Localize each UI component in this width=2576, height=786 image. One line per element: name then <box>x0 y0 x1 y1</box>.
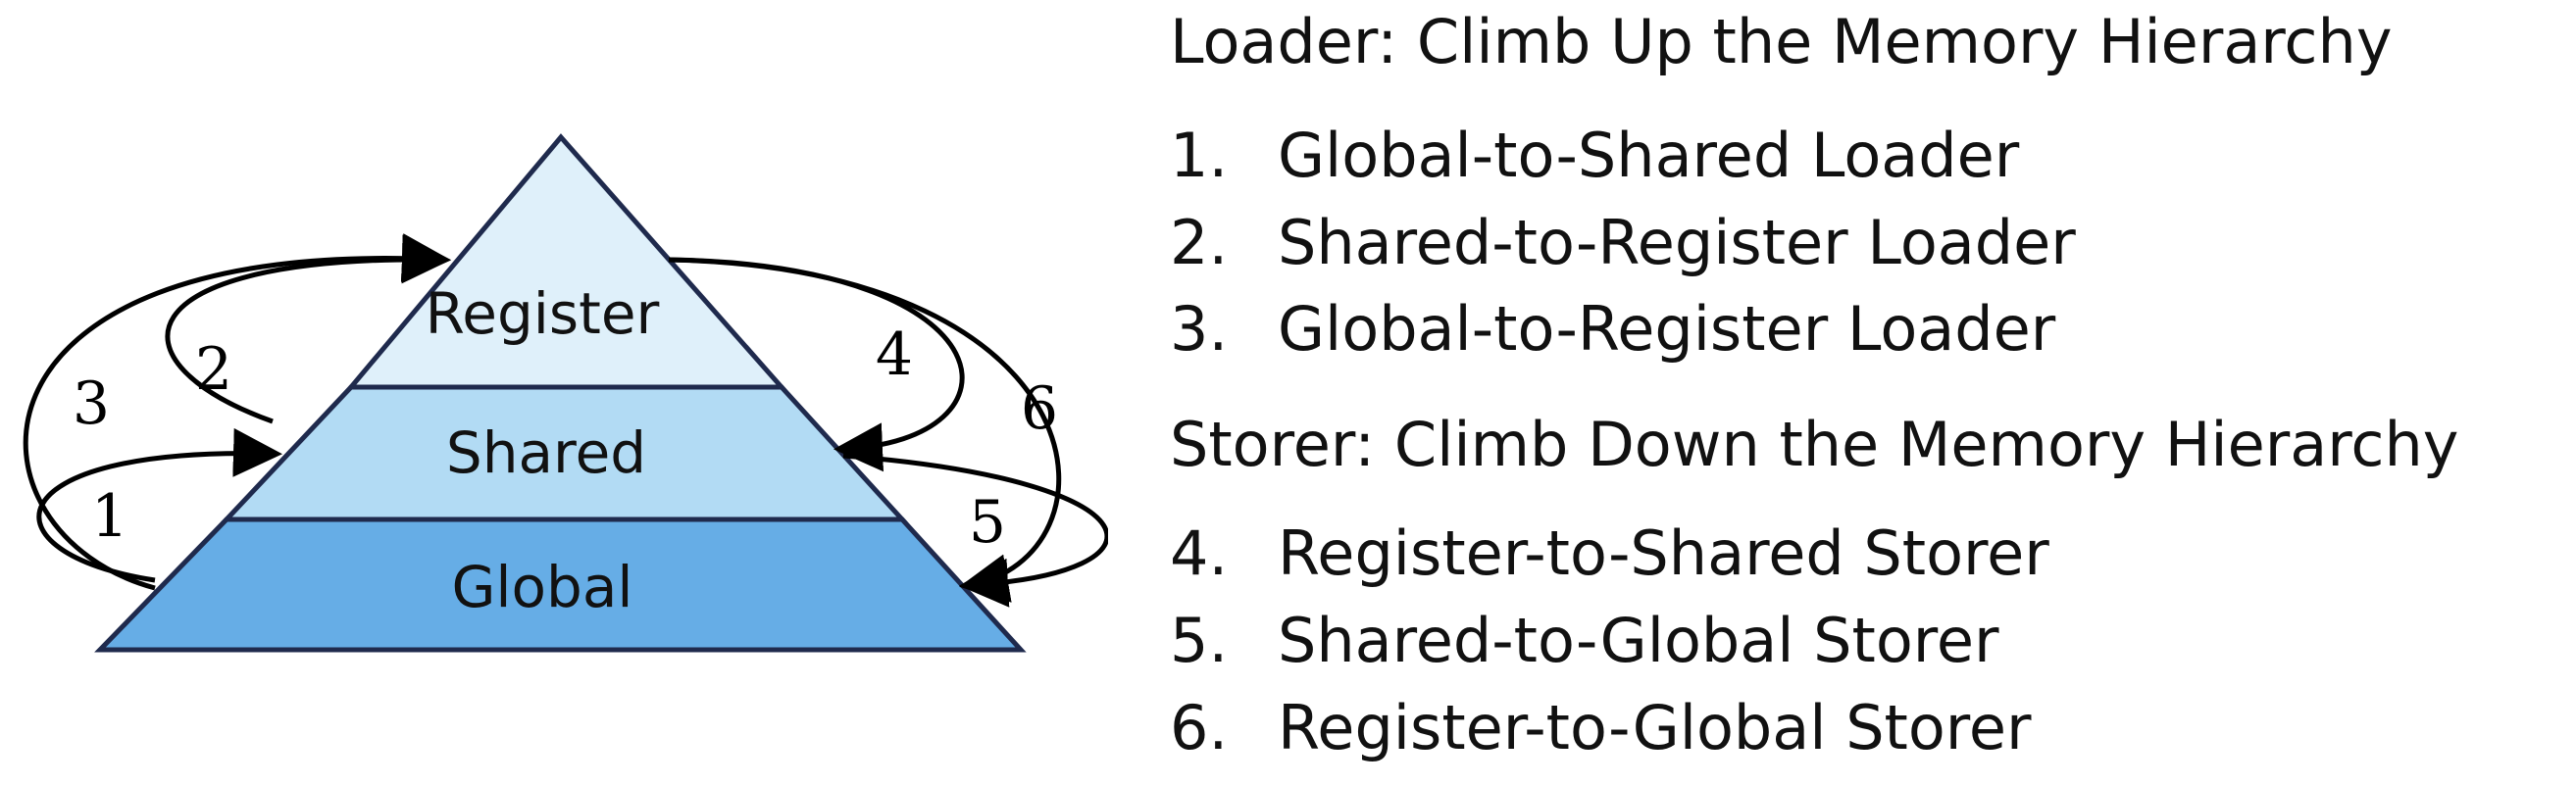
arrow-1-label: 1 <box>91 482 128 551</box>
legend-item-number: 5. <box>1170 605 1229 676</box>
arrow-5-label: 5 <box>969 488 1006 557</box>
arrow-5 <box>842 453 1108 608</box>
legend-item-loader-1: 1.Global-to-Shared Loader <box>1170 125 2019 186</box>
legend-item-text: Shared-to-Register Loader <box>1278 207 2076 278</box>
legend-item-storer-4: 4.Register-to-Shared Storer <box>1170 523 2049 584</box>
legend: Loader: Climb Up the Memory Hierarchy 1.… <box>1170 0 2572 786</box>
legend-item-text: Register-to-Shared Storer <box>1278 517 2049 589</box>
storer-heading: Storer: Climb Down the Memory Hierarchy <box>1170 409 2459 480</box>
arrow-3 <box>23 233 451 591</box>
arrow-2-label: 2 <box>195 335 232 404</box>
legend-item-storer-5: 5.Shared-to-Global Storer <box>1170 611 1999 671</box>
arrow-4-label: 4 <box>876 320 913 389</box>
legend-item-number: 6. <box>1170 692 1229 763</box>
legend-item-storer-6: 6.Register-to-Global Storer <box>1170 698 2032 759</box>
arrow-6 <box>668 257 1062 603</box>
legend-item-number: 4. <box>1170 517 1229 589</box>
arrow-3-label: 3 <box>73 369 110 438</box>
legend-item-text: Register-to-Global Storer <box>1278 692 2032 763</box>
legend-item-number: 3. <box>1170 293 1229 365</box>
legend-item-text: Global-to-Register Loader <box>1278 293 2056 365</box>
arrow-6-label: 6 <box>1021 374 1058 443</box>
register-layer-label: Register <box>426 280 660 347</box>
legend-item-text: Shared-to-Global Storer <box>1278 605 1999 676</box>
legend-item-loader-2: 2.Shared-to-Register Loader <box>1170 213 2076 273</box>
legend-item-loader-3: 3.Global-to-Register Loader <box>1170 299 2055 360</box>
global-layer-label: Global <box>451 554 632 620</box>
legend-item-number: 1. <box>1170 120 1229 191</box>
shared-layer-label: Shared <box>446 419 646 486</box>
legend-item-text: Global-to-Shared Loader <box>1278 120 2020 191</box>
arrow-2 <box>165 234 451 424</box>
memory-hierarchy-diagram: Register Shared Global 1 2 3 4 5 6 <box>23 133 1108 653</box>
legend-item-number: 2. <box>1170 207 1229 278</box>
loader-heading: Loader: Climb Up the Memory Hierarchy <box>1170 6 2393 77</box>
